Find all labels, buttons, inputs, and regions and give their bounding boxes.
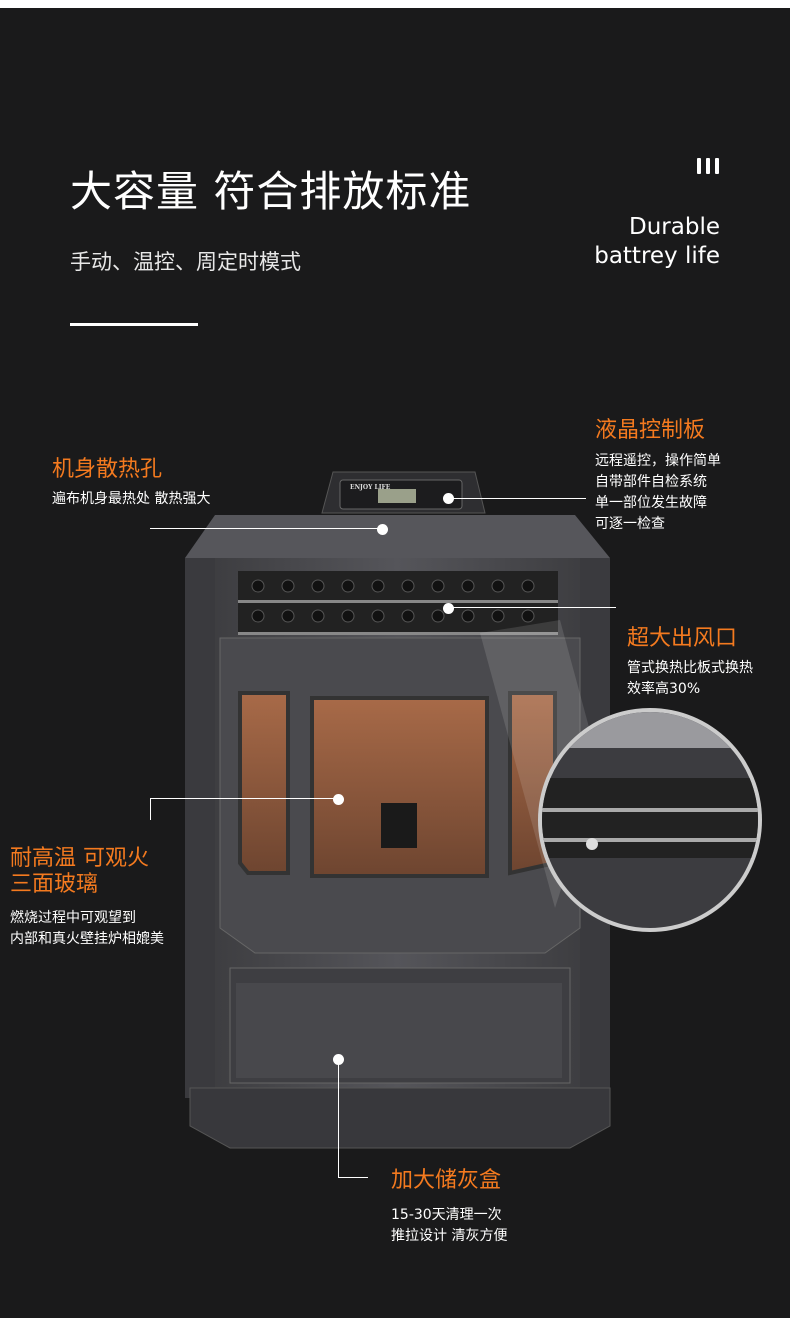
- page-title: 大容量 符合排放标准: [70, 167, 472, 216]
- tagline: Durable battrey life: [594, 213, 720, 271]
- title-line: 耐高温 可观火: [10, 846, 149, 871]
- desc-line: 效率高30%: [627, 681, 701, 697]
- lcd-title: 液晶控制板: [595, 418, 706, 443]
- hotspot-dot[interactable]: [443, 603, 454, 614]
- desc-line: 内部和真火壁挂炉相媲美: [10, 931, 164, 947]
- hotspot-dot[interactable]: [333, 1054, 344, 1065]
- pellet-stove-image: [185, 471, 762, 1149]
- desc-line: 燃烧过程中可观望到: [10, 910, 136, 926]
- panel-brand-label: ENJOY LIFE: [350, 484, 391, 491]
- leader-line: [338, 1058, 339, 1178]
- tagline-line: battrey life: [594, 243, 720, 269]
- bars-icon: [697, 158, 721, 176]
- leader-line: [150, 798, 338, 799]
- desc-line: 推拉设计 清灰方便: [391, 1228, 508, 1244]
- desc-line: 单一部位发生故障: [595, 495, 707, 511]
- leader-line: [338, 1177, 368, 1178]
- leader-line: [150, 528, 382, 529]
- desc-line: 远程遥控，操作简单: [595, 453, 721, 469]
- leader-line: [448, 498, 586, 499]
- leader-line: [150, 798, 151, 820]
- outlet-desc: 管式换热比板式换热 效率高30%: [627, 658, 753, 700]
- vents-desc: 遍布机身最热处 散热强大: [52, 491, 211, 507]
- tagline-line: Durable: [629, 214, 720, 240]
- leader-line: [448, 607, 616, 608]
- vents-title: 机身散热孔: [52, 457, 163, 482]
- hotspot-dot[interactable]: [377, 524, 388, 535]
- ashbox-desc: 15-30天清理一次 推拉设计 清灰方便: [391, 1205, 507, 1247]
- lcd-desc: 远程遥控，操作简单 自带部件自检系统 单一部位发生故障 可逐一检查: [595, 451, 721, 535]
- glass-desc: 燃烧过程中可观望到 内部和真火壁挂炉相媲美: [10, 908, 164, 950]
- outlet-title: 超大出风口: [627, 626, 738, 651]
- title-line: 三面玻璃: [10, 872, 99, 897]
- divider: [70, 323, 198, 326]
- product-banner: 大容量 符合排放标准 手动、温控、周定时模式 Durable battrey l…: [0, 8, 790, 1318]
- desc-line: 15-30天清理一次: [391, 1207, 502, 1223]
- hotspot-dot[interactable]: [333, 794, 344, 805]
- desc-line: 可逐一检查: [595, 516, 665, 532]
- ashbox-title: 加大储灰盒: [391, 1168, 502, 1193]
- hotspot-dot[interactable]: [443, 493, 454, 504]
- glass-title: 耐高温 可观火 三面玻璃: [10, 846, 149, 898]
- desc-line: 管式换热比板式换热: [627, 660, 753, 676]
- page-subtitle: 手动、温控、周定时模式: [70, 250, 301, 274]
- desc-line: 自带部件自检系统: [595, 474, 707, 490]
